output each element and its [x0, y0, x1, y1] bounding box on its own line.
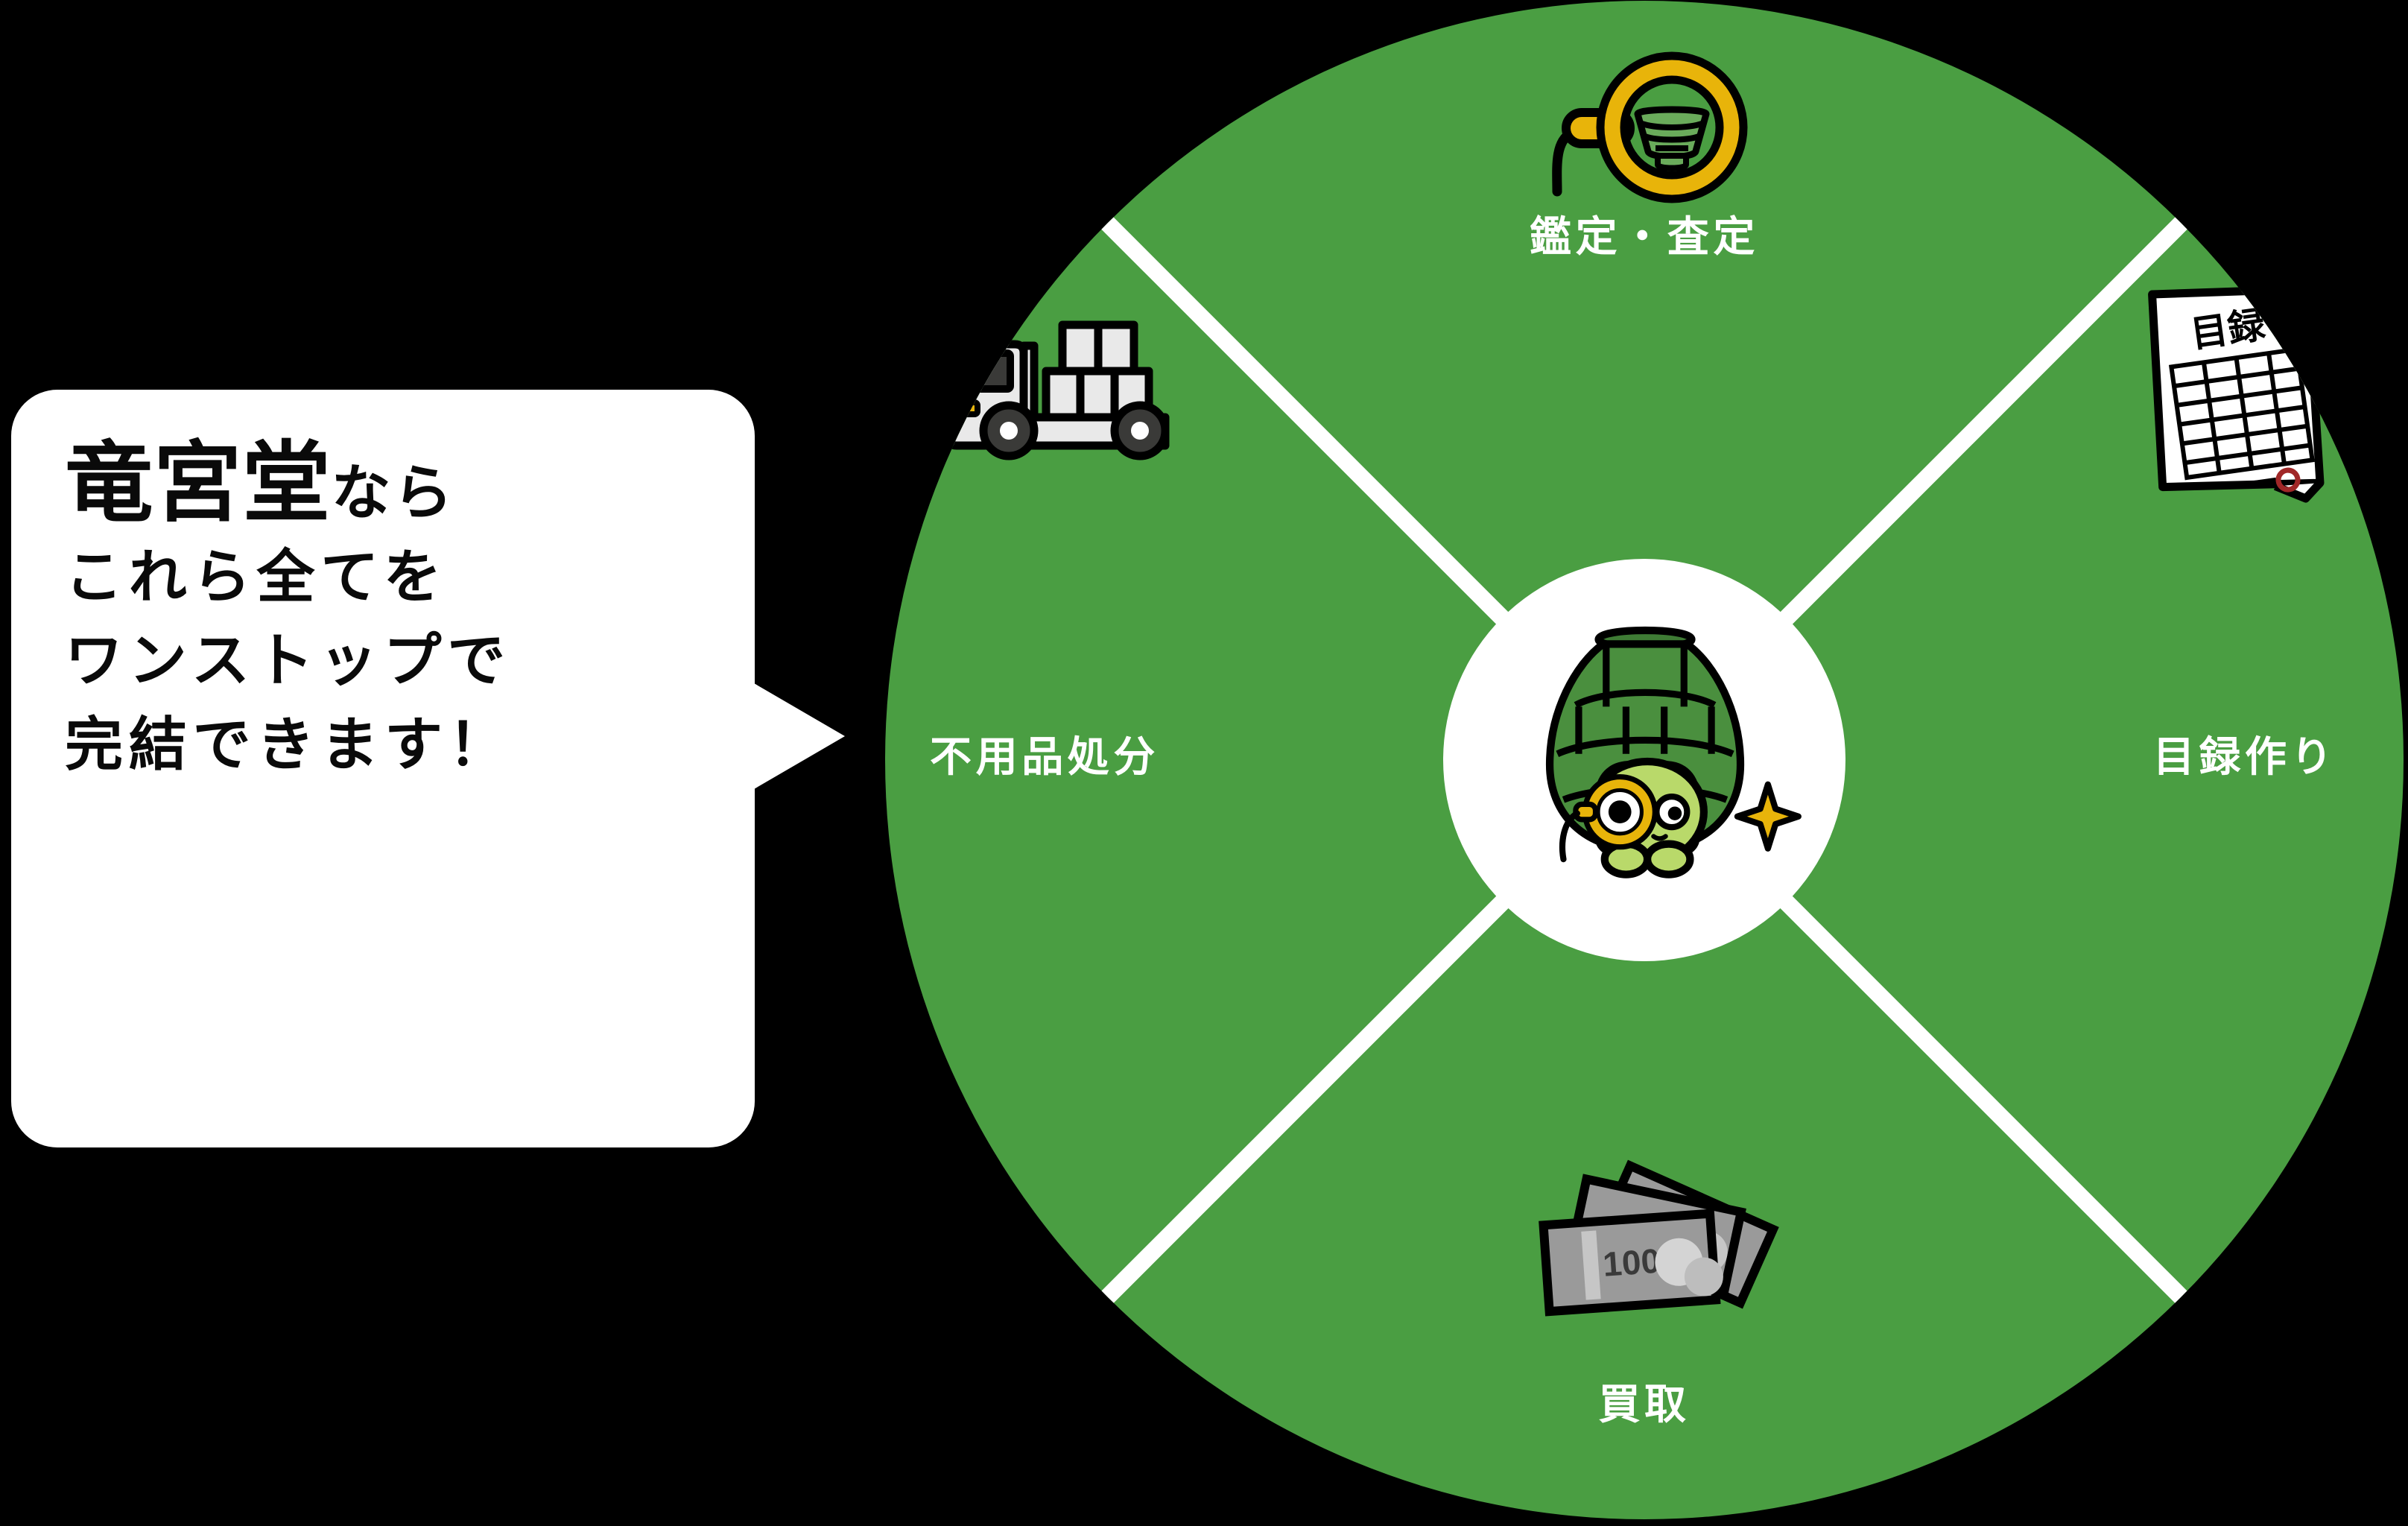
segment-label-bottom: 買取	[1598, 1381, 1691, 1428]
sparkle-icon	[1734, 781, 1802, 852]
segment-label-right: 目録作り	[2152, 733, 2337, 780]
delivery-truck-icon	[937, 317, 1176, 474]
center-hub	[1443, 559, 1845, 961]
bubble-line-4: 完結できます！	[65, 711, 513, 777]
speech-bubble: 竜宮堂なら これら全てを ワンストップで 完結できます！	[11, 390, 755, 1147]
brand-suffix: なら	[331, 460, 455, 526]
segment-label-top: 鑑定・査定	[1530, 213, 1759, 260]
document-title: 目録	[2188, 304, 2269, 356]
service-wheel: 鑑定・査定 目録 目録作り	[885, 1, 2404, 1519]
bubble-line-3: ワンストップで	[65, 627, 512, 694]
speech-bubble-tail	[745, 678, 845, 794]
catalog-document-icon: 目録	[2137, 269, 2353, 515]
turtle-jar-mascot-icon	[1545, 626, 1802, 878]
banknotes-icon: 10000 10000	[1525, 1147, 1779, 1370]
bubble-line-1: 竜宮堂なら	[65, 437, 713, 531]
brand-name: 竜宮堂	[65, 434, 332, 533]
segment-label-left: 不用品処分	[930, 733, 1159, 780]
bubble-line-2: これら全てを	[65, 544, 448, 610]
magnifier-bowl-icon	[1536, 51, 1752, 203]
